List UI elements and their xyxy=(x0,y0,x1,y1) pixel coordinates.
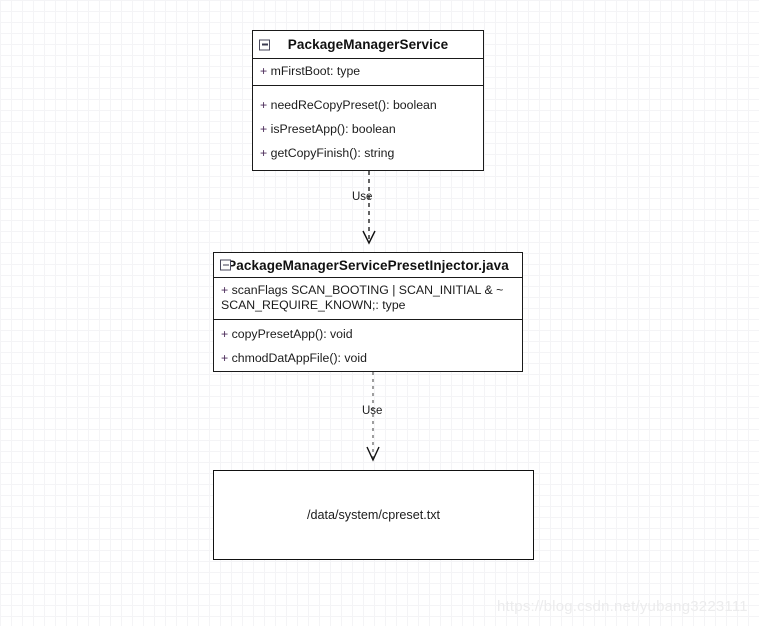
uml-class-package-manager-service-preset-injector[interactable]: PackageManagerServicePresetInjector.java… xyxy=(213,252,523,372)
uml-class-package-manager-service[interactable]: PackageManagerService + mFirstBoot: type… xyxy=(252,30,484,171)
visibility-marker: + xyxy=(260,98,268,112)
visibility-marker: + xyxy=(260,64,268,78)
uml-class-title-row: PackageManagerServicePresetInjector.java xyxy=(214,253,522,278)
uml-method-text: chmodDatAppFile(): void xyxy=(231,351,367,365)
visibility-marker: + xyxy=(221,327,229,341)
visibility-marker: + xyxy=(221,351,229,365)
uml-method-text: getCopyFinish(): string xyxy=(270,146,395,160)
watermark-text: https://blog.csdn.net/yubang3223111 xyxy=(497,598,748,615)
uml-method-row: + needReCopyPreset(): boolean xyxy=(253,94,483,118)
uml-method-text: copyPresetApp(): void xyxy=(231,327,353,341)
note-preset-file[interactable]: /data/system/cpreset.txt xyxy=(213,470,534,560)
uml-method-row: + getCopyFinish(): string xyxy=(253,142,483,164)
visibility-marker: + xyxy=(260,122,268,136)
uml-methods-section: + copyPresetApp(): void + chmodDatAppFil… xyxy=(214,319,522,369)
uml-method-row: + copyPresetApp(): void xyxy=(214,323,522,347)
connector-use-1 xyxy=(362,171,376,251)
uml-attribute-text: scanFlags SCAN_BOOTING | SCAN_INITIAL & … xyxy=(221,283,504,312)
connector-use-1-label: Use xyxy=(352,191,373,203)
visibility-marker: + xyxy=(260,146,268,160)
minus-square-icon[interactable] xyxy=(259,39,270,50)
uml-methods-section: + needReCopyPreset(): boolean + isPreset… xyxy=(253,85,483,168)
connector-use-2-label: Use xyxy=(362,405,383,417)
connector-use-1-svg xyxy=(362,171,376,245)
minus-square-icon[interactable] xyxy=(220,259,231,271)
visibility-marker: + xyxy=(221,283,229,297)
uml-attributes-section: + scanFlags SCAN_BOOTING | SCAN_INITIAL … xyxy=(214,278,522,319)
uml-class-title-row: PackageManagerService xyxy=(253,31,483,59)
uml-class-title: PackageManagerService xyxy=(287,37,449,52)
uml-attribute-row: + scanFlags SCAN_BOOTING | SCAN_INITIAL … xyxy=(214,278,522,318)
uml-method-text: needReCopyPreset(): boolean xyxy=(270,98,437,112)
connector-use-2 xyxy=(366,372,380,467)
uml-method-text: isPresetApp(): boolean xyxy=(270,122,396,136)
uml-class-title: PackageManagerServicePresetInjector.java xyxy=(227,257,509,273)
uml-method-row: + isPresetApp(): boolean xyxy=(253,118,483,142)
uml-attributes-section: + mFirstBoot: type xyxy=(253,59,483,85)
uml-method-row: + chmodDatAppFile(): void xyxy=(214,347,522,369)
note-text: /data/system/cpreset.txt xyxy=(307,508,440,522)
uml-attribute-text: mFirstBoot: type xyxy=(270,64,361,78)
connector-use-2-svg xyxy=(366,372,380,462)
uml-attribute-row: + mFirstBoot: type xyxy=(253,59,483,83)
